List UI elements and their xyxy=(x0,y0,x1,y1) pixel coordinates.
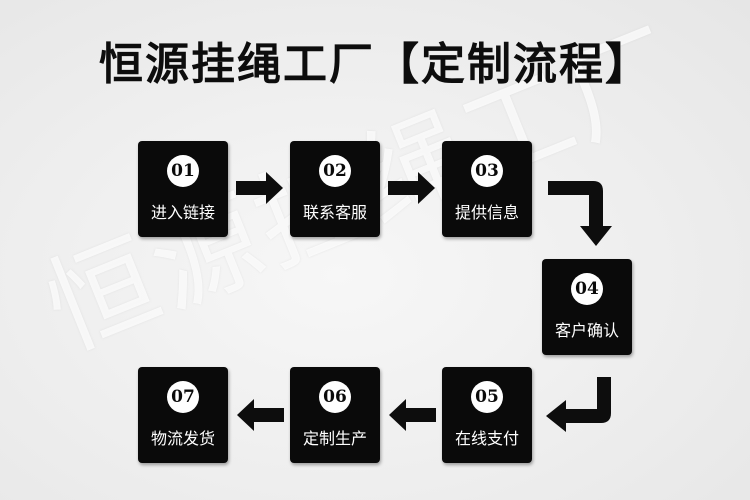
page-title: 恒源挂绳工厂【定制流程】 xyxy=(99,39,651,90)
step-02-box: 02 联系客服 xyxy=(290,141,380,237)
arrow-right-icon xyxy=(388,172,435,204)
step-label: 进入链接 xyxy=(150,203,215,222)
step-number-badge: 02 xyxy=(319,155,351,187)
step-number-badge: 03 xyxy=(471,155,503,187)
arrow-left-icon xyxy=(389,399,436,431)
step-number-badge: 05 xyxy=(471,381,503,413)
step-number-badge: 04 xyxy=(571,273,603,305)
arrow-turn-left-icon xyxy=(546,377,611,432)
step-01-box: 01 进入链接 xyxy=(138,141,228,237)
step-label: 在线支付 xyxy=(454,429,519,448)
step-04-box: 04 客户确认 xyxy=(542,259,632,355)
arrow-left-icon xyxy=(237,399,284,431)
step-label: 客户确认 xyxy=(554,321,619,340)
step-label: 物流发货 xyxy=(150,429,215,448)
step-06-box: 06 定制生产 xyxy=(290,367,380,463)
step-05-box: 05 在线支付 xyxy=(442,367,532,463)
arrow-right-icon xyxy=(236,172,283,204)
step-07-box: 07 物流发货 xyxy=(138,367,228,463)
step-label: 联系客服 xyxy=(302,203,367,222)
step-03-box: 03 提供信息 xyxy=(442,141,532,237)
arrow-turn-down-icon xyxy=(548,181,612,246)
step-number-badge: 06 xyxy=(319,381,351,413)
step-label: 定制生产 xyxy=(302,429,367,448)
step-number-badge: 07 xyxy=(167,381,199,413)
step-number-badge: 01 xyxy=(167,155,199,187)
step-label: 提供信息 xyxy=(454,203,519,222)
